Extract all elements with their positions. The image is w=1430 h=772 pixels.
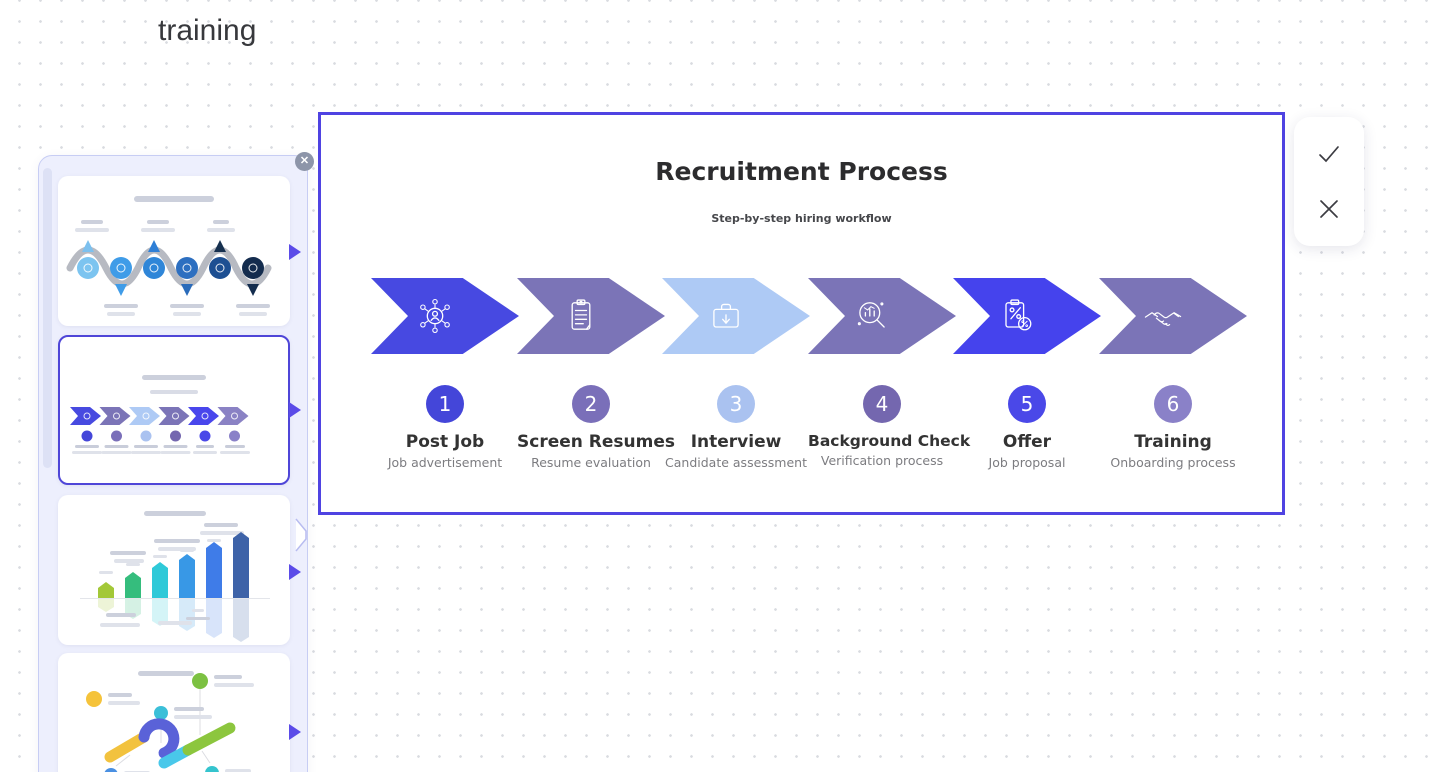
step-5: 5 Offer Job proposal [953, 385, 1101, 470]
diagram-title: Recruitment Process [655, 157, 948, 186]
scrollbar-thumb[interactable] [43, 168, 52, 468]
step-number-badge: 5 [1008, 385, 1046, 423]
template-thumbnail-curved-path[interactable] [58, 653, 290, 772]
chevron-step-1 [371, 278, 519, 354]
chevron-process-preview-art [70, 375, 250, 454]
step-subtitle: Candidate assessment [665, 455, 807, 470]
template-thumbnail-bar-chart[interactable] [58, 495, 290, 645]
chevron-step-6 [1099, 278, 1247, 354]
curved-path-preview-art [86, 671, 254, 772]
chevron-step-2 [517, 278, 665, 354]
template-picker-panel [38, 155, 308, 772]
magnifier-analysis-icon [850, 294, 894, 338]
step-subtitle: Verification process [820, 453, 944, 468]
step-title: Background Check [808, 432, 971, 450]
template-thumbnail-wavy-timeline[interactable] [58, 176, 290, 326]
check-icon [1319, 146, 1339, 163]
accept-button[interactable] [1309, 134, 1349, 174]
step-subtitle: Job proposal [988, 455, 1066, 470]
briefcase-icon [704, 294, 748, 338]
recruitment-diagram-widget[interactable]: Recruitment Process Step-by-step hiring … [318, 112, 1285, 515]
template-insert-arrow-3[interactable] [289, 564, 301, 580]
chevron-step-3 [662, 278, 810, 354]
step-3: 3 Interview Candidate assessment [662, 385, 810, 470]
reject-button[interactable] [1309, 189, 1349, 229]
template-insert-arrow-1[interactable] [289, 244, 301, 260]
step-number-badge: 3 [717, 385, 755, 423]
board-text-object[interactable]: training [158, 14, 257, 47]
chevron-right-icon [295, 518, 307, 552]
step-4: 4 Background Check Verification process [808, 385, 971, 468]
step-title: Offer [1002, 432, 1052, 452]
template-insert-arrow-2[interactable] [289, 402, 301, 418]
step-2: 2 Screen Resumes Resume evaluation [517, 385, 675, 470]
team-network-icon [413, 294, 457, 338]
step-title: Screen Resumes [517, 432, 675, 452]
bar-chart-preview-art [80, 511, 270, 642]
handshake-icon [1141, 294, 1185, 338]
step-title: Post Job [405, 432, 485, 452]
step-title: Interview [690, 432, 782, 452]
step-6: 6 Training Onboarding process [1099, 385, 1247, 470]
resume-clipboard-icon [559, 294, 603, 338]
panel-collapse-handle[interactable] [294, 517, 310, 553]
step-number-badge: 2 [572, 385, 610, 423]
step-number-badge: 6 [1154, 385, 1192, 423]
step-title: Training [1134, 432, 1212, 452]
step-subtitle: Onboarding process [1110, 455, 1236, 470]
close-icon[interactable]: ✕ [295, 152, 314, 171]
chevron-step-5 [953, 278, 1101, 354]
contract-percent-icon [995, 294, 1039, 338]
x-icon [1320, 199, 1338, 218]
step-subtitle: Resume evaluation [531, 455, 651, 470]
diagram-subtitle: Step-by-step hiring workflow [711, 212, 892, 225]
step-1: 1 Post Job Job advertisement [371, 385, 519, 470]
step-number-badge: 1 [426, 385, 464, 423]
chevron-step-4 [808, 278, 956, 354]
step-subtitle: Job advertisement [387, 455, 503, 470]
template-thumbnail-chevron-process[interactable] [58, 335, 290, 485]
wavy-timeline-preview-art [66, 196, 272, 316]
step-number-badge: 4 [863, 385, 901, 423]
chevron-arrow-row [321, 278, 1282, 354]
template-insert-arrow-4[interactable] [289, 724, 301, 740]
confirm-panel [1294, 117, 1364, 246]
